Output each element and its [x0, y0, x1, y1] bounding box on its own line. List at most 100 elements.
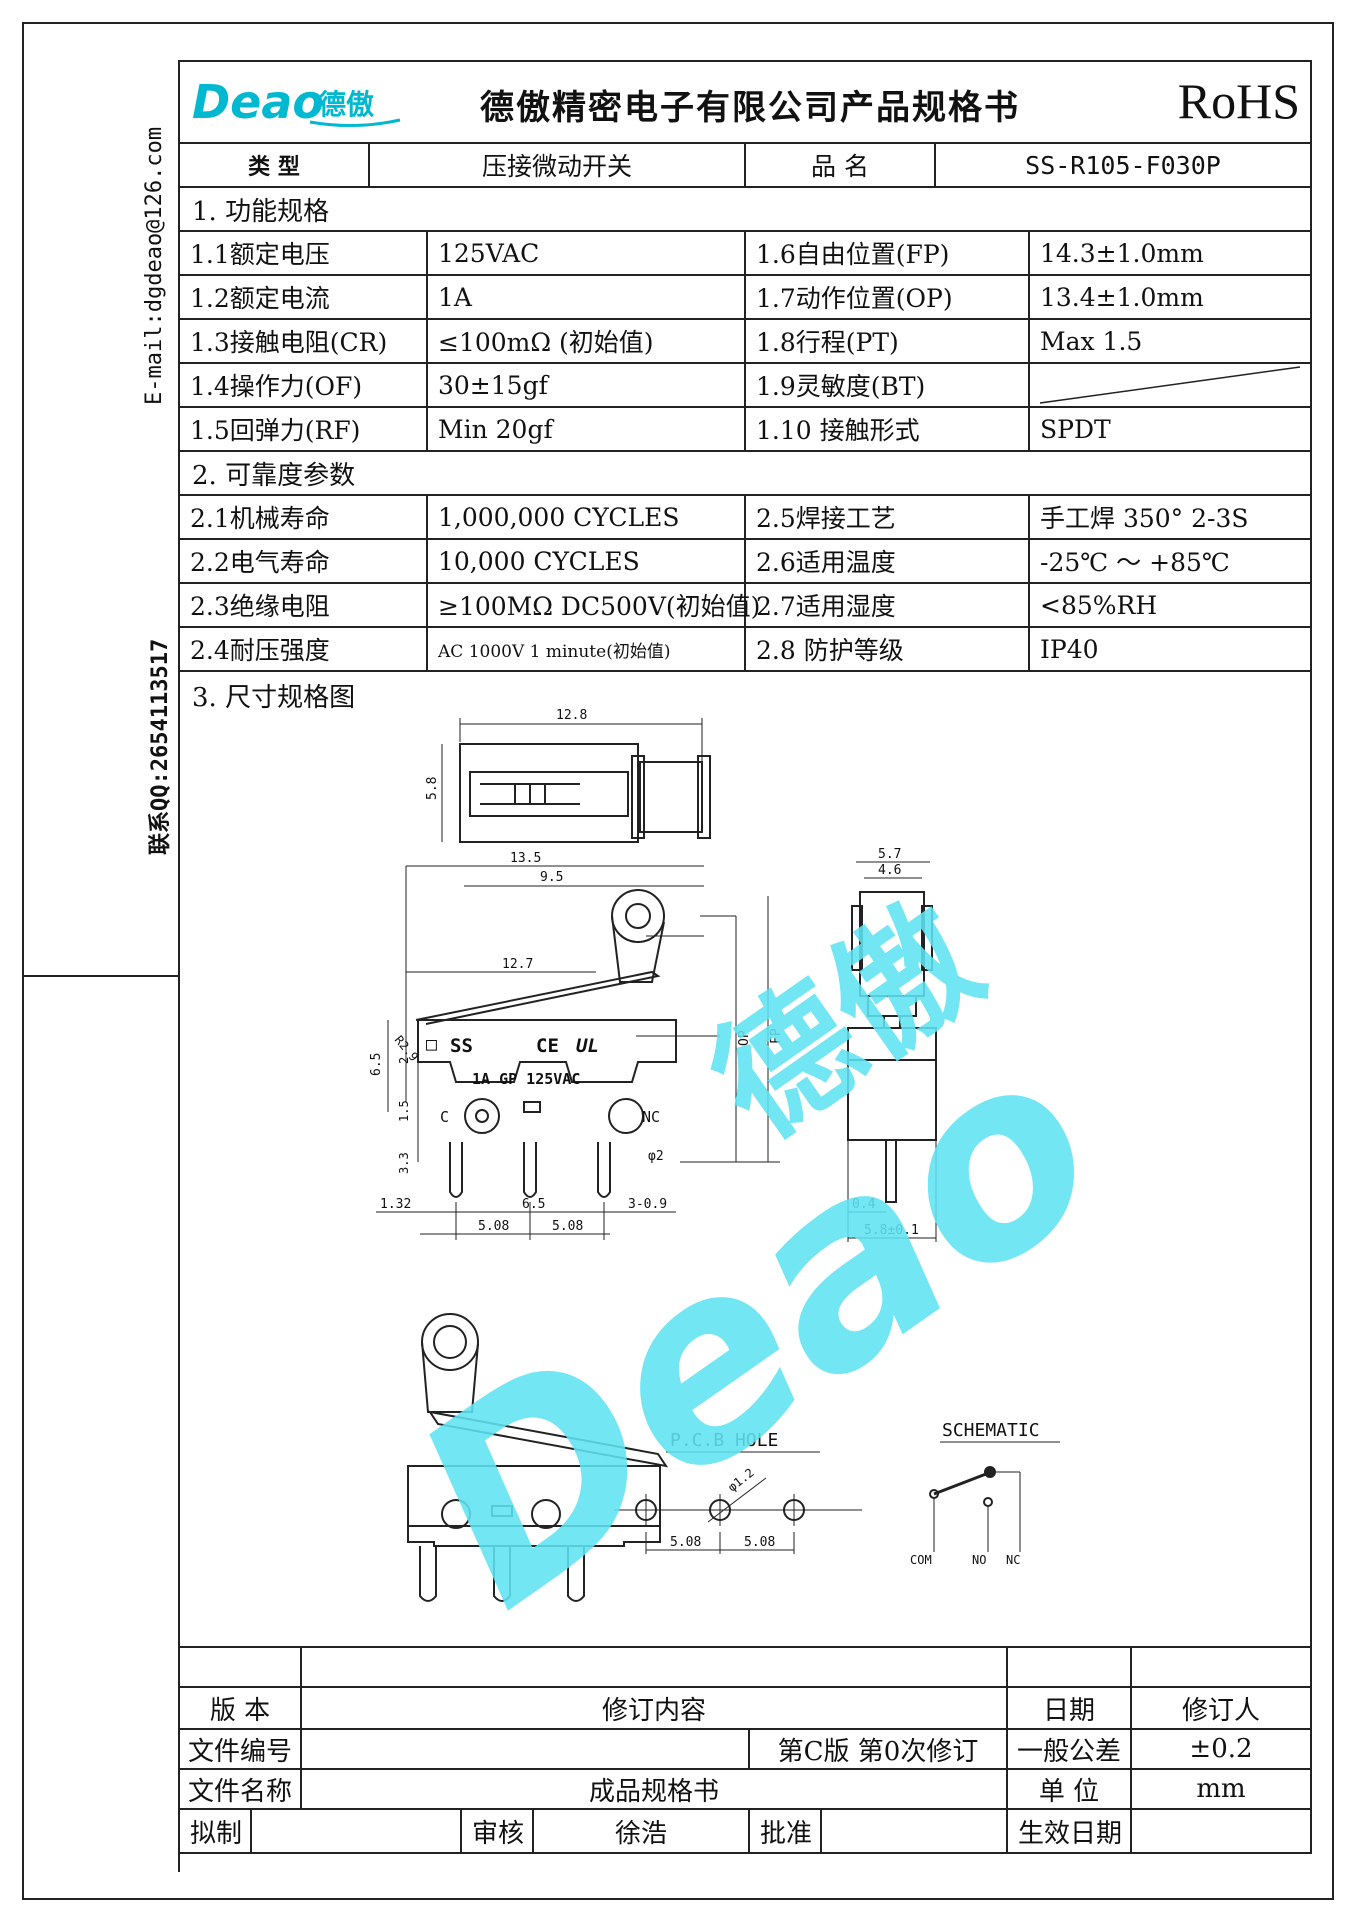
margin-divider	[22, 975, 178, 977]
type-value: 压接微动开关	[370, 144, 746, 186]
tolerance-value: ±0.2	[1189, 1734, 1253, 1764]
dim-5-08-b: 5.08	[552, 1219, 583, 1234]
page-frame	[22, 22, 1334, 1900]
side-view: 5.7 4.6 0.4 5.8±0.1	[847, 847, 937, 1242]
terminal-c: C	[440, 1108, 449, 1126]
dim-12-7: 12.7	[502, 957, 533, 972]
fileno-label: 文件编号	[180, 1730, 302, 1768]
section2-label: 2.8 防护等级	[746, 628, 1030, 670]
dim-13-5: 13.5	[510, 851, 541, 866]
review-label: 审核	[462, 1810, 534, 1852]
tolerance-label: 一般公差	[1008, 1730, 1132, 1768]
rev-header-row: 版 本 修订内容 日期 修订人	[180, 1688, 1310, 1730]
content-label: 修订内容	[302, 1688, 1008, 1728]
section1-value: SPDT	[1040, 414, 1111, 444]
pcb-title: P.C.B HOLE	[670, 1430, 778, 1451]
rating-text: 1A GP 125VAC	[472, 1070, 580, 1088]
rohs-mark: RoHS	[1177, 73, 1300, 129]
name-label: 品 名	[746, 144, 936, 186]
section1-row: 1.3接触电阻(CR)≤100mΩ (初始值)1.8行程(PT)Max 1.5	[180, 320, 1310, 364]
dim-3-0-9: 3-0.9	[628, 1197, 667, 1212]
section1-title: 1. 功能规格	[192, 196, 330, 227]
section1-label: 1.4操作力(OF)	[180, 364, 428, 406]
ce-mark: CE	[536, 1035, 559, 1057]
section1-label: 1.10 接触形式	[746, 408, 1030, 450]
section2-value: ≥100MΩ DC500V(初始值)	[428, 584, 760, 626]
small-square-icon: □	[426, 1034, 437, 1055]
rev-blank-row	[180, 1648, 1310, 1688]
section1-value: 1A	[428, 276, 746, 318]
dim-1-5: 1.5	[397, 1100, 411, 1122]
dim-0-4: 0.4	[852, 1197, 876, 1212]
company-logo: Deao 德傲	[190, 72, 410, 132]
section1-label: 1.2额定电流	[180, 276, 428, 318]
pcb-pitch-a: 5.08	[670, 1535, 701, 1550]
unit-value: mm	[1196, 1774, 1246, 1804]
ul-mark: UL	[576, 1035, 599, 1057]
pcb-pitch-b: 5.08	[744, 1535, 775, 1550]
section3-title: 3. 尺寸规格图	[192, 683, 355, 713]
section2-value: IP40	[1040, 634, 1099, 664]
section1-value: 13.4±1.0mm	[1040, 282, 1204, 312]
filename-value: 成品规格书	[302, 1770, 1008, 1808]
section1-label: 1.1额定电压	[180, 232, 428, 274]
name-value: SS-R105-F030P	[1025, 150, 1221, 180]
section2-label: 2.3绝缘电阻	[180, 584, 428, 626]
version-label: 版 本	[180, 1688, 302, 1728]
logo-latin: Deao	[192, 75, 324, 129]
section2-label: 2.1机械寿命	[180, 496, 428, 538]
dim-phi2: φ2	[648, 1149, 664, 1164]
section2-title: 2. 可靠度参数	[192, 460, 356, 491]
approve-label: 批准	[750, 1810, 822, 1852]
section2-row: 2.3绝缘电阻≥100MΩ DC500V(初始值)2.7适用湿度<85%RH	[180, 584, 1310, 628]
filename-label: 文件名称	[180, 1770, 302, 1808]
dim-5-08-a: 5.08	[478, 1219, 509, 1234]
top-view: 12.8 5.8	[425, 708, 711, 843]
section1-label: 1.5回弹力(RF)	[180, 408, 428, 450]
sch-nc: NC	[1006, 1553, 1020, 1567]
section1-label: 1.6自由位置(FP)	[746, 232, 1030, 274]
section2-label: 2.4耐压强度	[180, 628, 428, 670]
draft-label: 拟制	[180, 1810, 252, 1852]
section1-value: 30±15gf	[428, 364, 746, 406]
effective-date-label: 生效日期	[1008, 1810, 1132, 1852]
section1-value: 125VAC	[428, 232, 746, 274]
blank-diagonal-cell	[1030, 364, 1310, 406]
section1-value: Max 1.5	[1040, 326, 1143, 356]
perspective-view	[407, 1313, 669, 1602]
schematic-title: SCHEMATIC	[942, 1420, 1040, 1441]
section2-value: 手工焊 350° 2-3S	[1040, 504, 1249, 533]
revision-table: 版 本 修订内容 日期 修订人 文件编号 第C版 第0次修订 一般公差 ±0.2…	[180, 1648, 1310, 1852]
section1-value: ≤100mΩ (初始值)	[428, 320, 746, 362]
dim-1-32: 1.32	[380, 1197, 411, 1212]
reviser-label: 修订人	[1181, 1695, 1260, 1726]
section2-value: -25℃ ～ +85℃	[1040, 548, 1230, 577]
unit-label: 单 位	[1008, 1770, 1132, 1808]
dim-top-width: 12.8	[556, 708, 587, 723]
dimension-drawing: 3. 尺寸规格图 12.8 5.8	[180, 672, 1310, 1665]
dim-5-8: 5.8±0.1	[864, 1223, 919, 1238]
section1-label: 1.3接触电阻(CR)	[180, 320, 428, 362]
pcb-hole: P.C.B HOLE φ1.2 5.08 5.08	[614, 1430, 862, 1554]
type-label: 类 型	[180, 144, 370, 186]
terminal-nc: NC	[642, 1108, 660, 1126]
side-email: E-mail:dgdeao@126.com	[142, 126, 167, 405]
section2-value: AC 1000V 1 minute(初始值)	[428, 628, 746, 670]
sch-com: COM	[910, 1553, 932, 1567]
logo-chinese: 德傲	[318, 88, 374, 121]
edition-value: 第C版 第0次修订	[750, 1730, 1008, 1768]
section2-value: 1,000,000 CYCLES	[428, 496, 746, 538]
date-label: 日期	[1008, 1688, 1132, 1728]
sch-no: NO	[972, 1553, 986, 1567]
dim-4-6: 4.6	[878, 863, 901, 878]
dim-top-height: 5.8	[425, 777, 440, 800]
section2-label: 2.7适用湿度	[746, 584, 1030, 626]
section1-value: Min 20gf	[428, 408, 746, 450]
section2-label: 2.5焊接工艺	[746, 496, 1030, 538]
